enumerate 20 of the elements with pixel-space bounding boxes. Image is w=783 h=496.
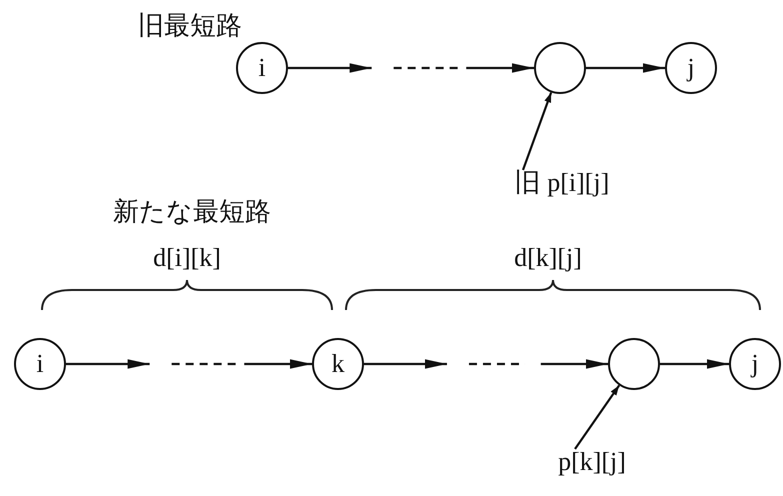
empty-circle bbox=[608, 338, 660, 390]
heading: 旧最短路 bbox=[138, 11, 242, 41]
labeled-circle: j bbox=[729, 338, 781, 390]
heading: 新たな最短路 bbox=[113, 197, 271, 227]
empty-circle bbox=[534, 42, 586, 94]
arrow bbox=[660, 359, 729, 369]
arrow bbox=[288, 63, 534, 73]
labeled-circle: i bbox=[14, 338, 66, 390]
leader-line bbox=[522, 92, 552, 170]
pointer-label: p[k][j] bbox=[558, 447, 626, 477]
labeled-circle: j bbox=[665, 42, 717, 94]
labeled-circle: i bbox=[236, 42, 288, 94]
pointer-label: 旧 p[i][j] bbox=[514, 168, 610, 198]
distance-label: d[i][k] bbox=[153, 243, 221, 273]
labeled-circle: k bbox=[312, 338, 364, 390]
leader-line bbox=[574, 384, 620, 450]
arrow bbox=[364, 359, 608, 369]
distance-label: d[k][j] bbox=[514, 243, 582, 273]
arrow bbox=[586, 63, 665, 73]
arrow bbox=[66, 359, 312, 369]
